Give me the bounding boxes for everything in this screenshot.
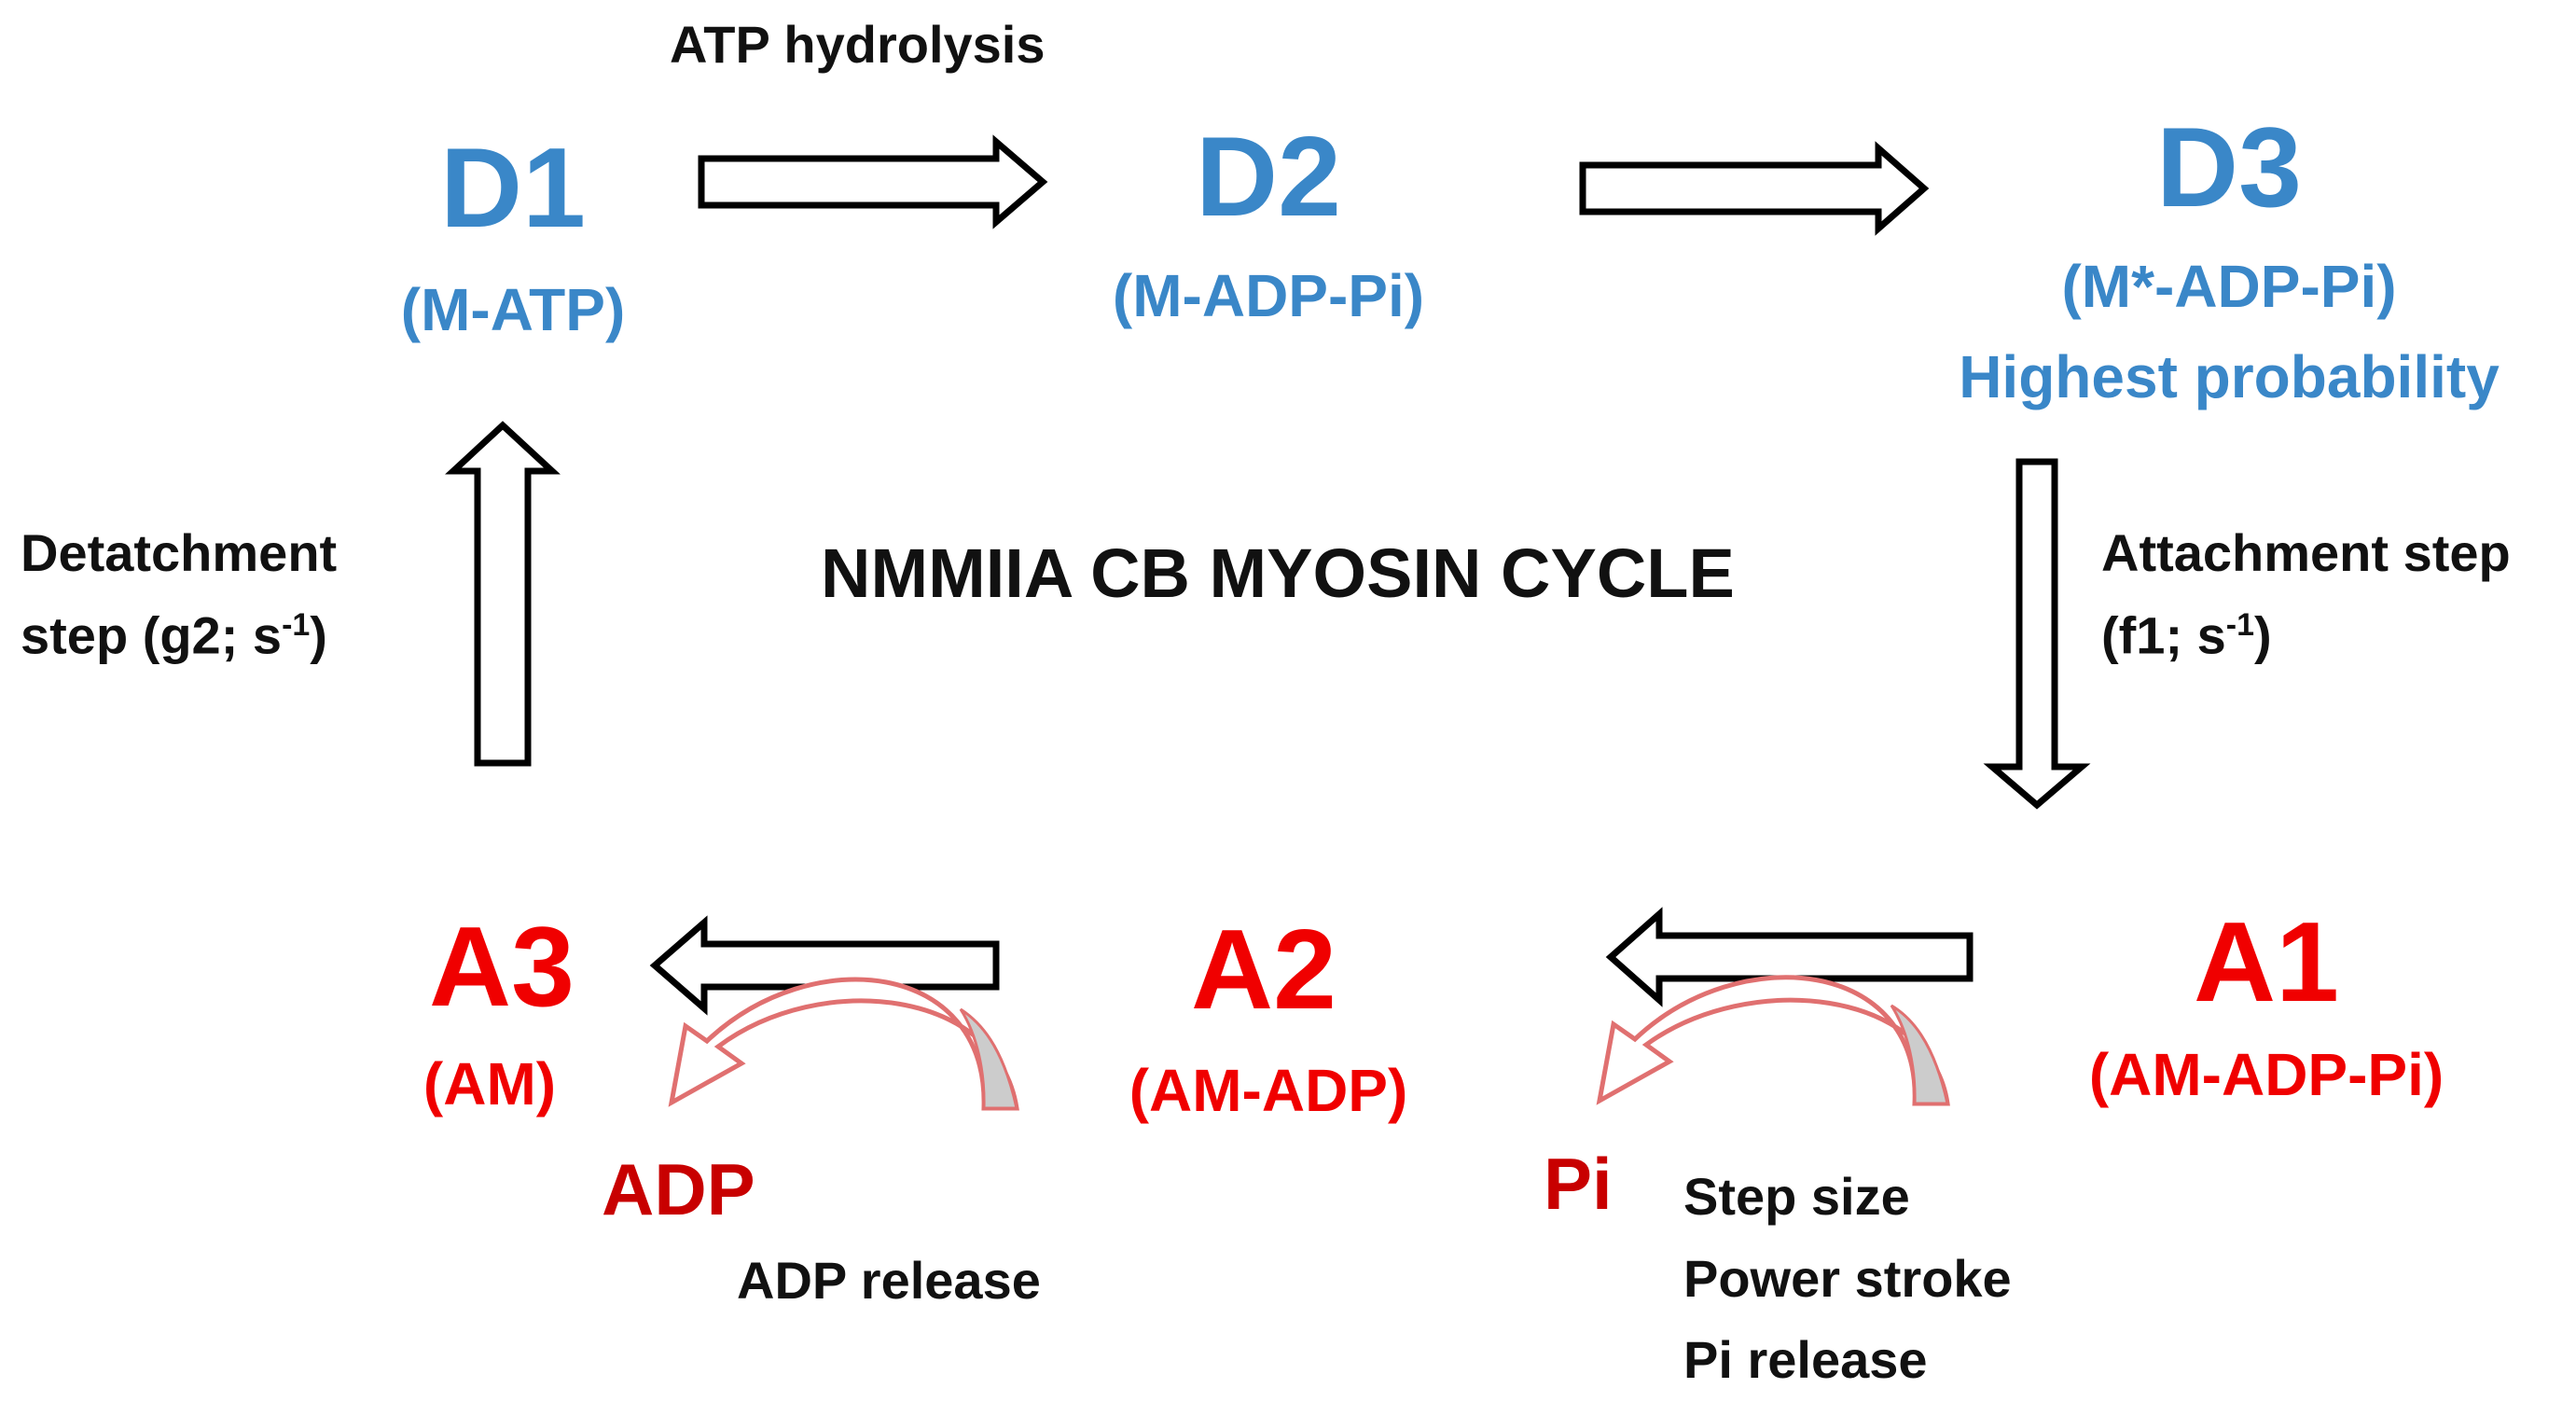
arrow-a3-to-d1: [445, 421, 561, 767]
adp-release-curved-arrow: [668, 977, 1019, 1111]
arrow-d3-to-a1: [1983, 458, 2091, 810]
detachment-step-line1: Detatchment: [21, 523, 338, 582]
arrow-d1-to-d2: [698, 134, 1048, 229]
attachment-step-rate: (f1; s: [2101, 605, 2226, 665]
detachment-step-close: ): [310, 605, 327, 665]
pi-product-label: Pi: [1544, 1143, 1613, 1225]
state-a2-label: A2: [1191, 906, 1336, 1033]
state-a3-label: A3: [429, 903, 575, 1030]
state-a1-label: A1: [2194, 898, 2339, 1025]
pi-release-label: Pi release: [1683, 1330, 1928, 1389]
state-d3-sub: (M*-ADP-Pi): [2061, 253, 2397, 320]
attachment-step-line2: (f1; s-1): [2101, 609, 2272, 662]
attachment-step-line1: Attachment step: [2101, 523, 2511, 582]
state-d2-sub: (M-ADP-Pi): [1112, 262, 1425, 329]
state-a1-sub: (AM-ADP-Pi): [2088, 1041, 2444, 1108]
adp-product-label: ADP: [602, 1148, 755, 1230]
detachment-step-sup: -1: [282, 607, 311, 643]
state-a2-sub: (AM-ADP): [1129, 1057, 1408, 1124]
power-stroke-label: Power stroke: [1683, 1249, 2012, 1308]
state-d1-sub: (M-ATP): [400, 276, 626, 343]
detachment-step-line2: step (g2; s-1): [21, 609, 327, 662]
attachment-step-sup: -1: [2225, 607, 2255, 643]
state-a3-sub: (AM): [422, 1050, 557, 1117]
detachment-step-rate: step (g2; s: [21, 605, 283, 665]
state-d3-note: Highest probability: [1959, 343, 2500, 410]
state-d2-label: D2: [1196, 113, 1341, 240]
adp-release-label: ADP release: [737, 1251, 1041, 1310]
attachment-step-close: ): [2254, 605, 2272, 665]
state-d1-label: D1: [440, 124, 586, 251]
diagram-title: NMMIIA CB MYOSIN CYCLE: [821, 534, 1735, 612]
arrow-a1-to-a2: [1605, 907, 1974, 1007]
pi-release-curved-arrow: [1596, 975, 1950, 1106]
atp-hydrolysis-label: ATP hydrolysis: [670, 15, 1046, 74]
step-size-label: Step size: [1683, 1167, 1910, 1226]
arrow-d2-to-d3: [1579, 141, 1930, 236]
state-d3-label: D3: [2156, 104, 2302, 230]
